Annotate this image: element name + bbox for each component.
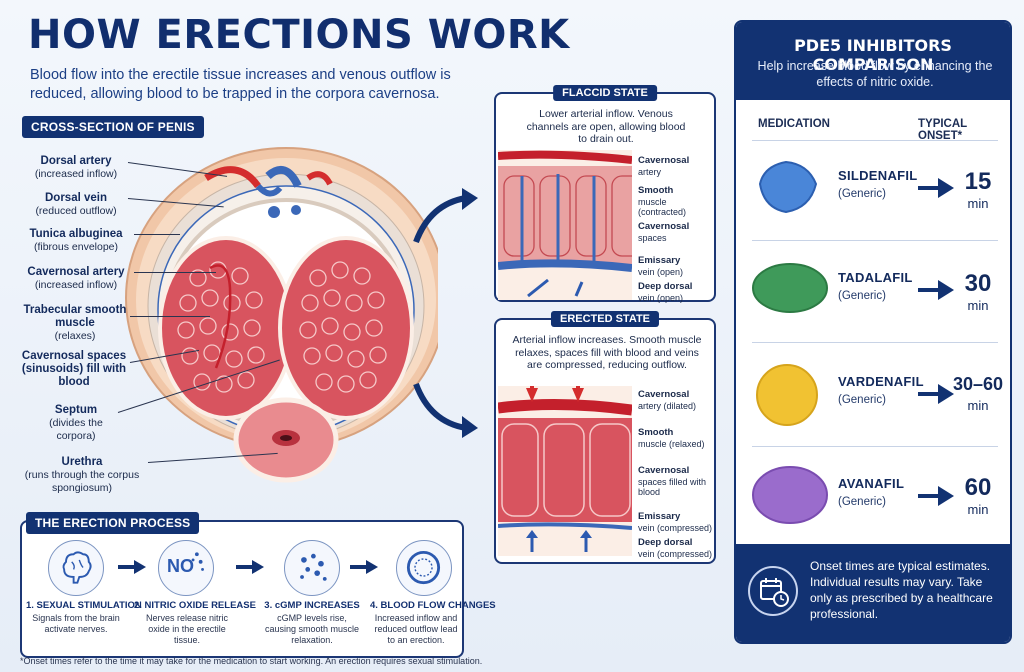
leader-line	[134, 234, 180, 235]
footnote: *Onset times refer to the time it may ta…	[20, 656, 483, 666]
label-tunica-albuginea: Tunica albuginea(fibrous envelope)	[29, 228, 123, 253]
pde5-comparison-panel: PDE5 INHIBITORS COMPARISON Help increase…	[734, 20, 1012, 644]
label-cavernosal-spaces: Cavernosal spaces (sinusoids) fill with …	[21, 350, 127, 388]
label-dorsal-artery: Dorsal artery(increased inflow)	[34, 155, 118, 180]
step-3-description: cGMP levels rise, causing smooth muscle …	[264, 613, 360, 645]
page-subtitle: Blood flow into the erectile tissue incr…	[30, 67, 451, 102]
column-header-medication: MEDICATION	[758, 118, 830, 130]
pde5-footer-note: Onset times are typical estimates. Indiv…	[810, 559, 993, 621]
step-3-title: 3. cGMP INCREASES	[264, 600, 360, 611]
cross-section-tag: CROSS-SECTION OF PENIS	[22, 116, 204, 138]
erected-state-description: Arterial inflow increases. Smooth muscle…	[512, 334, 702, 371]
avanafil-pill-icon	[752, 466, 828, 524]
pde5-header	[736, 22, 1010, 100]
onset-unit-sildenafil: min	[967, 196, 989, 211]
drug-name-tadalafil: TADALAFIL	[838, 270, 913, 285]
label-urethra: Urethra(runs through the corpus spongios…	[24, 456, 140, 494]
penis-cross-section-illustration	[125, 147, 438, 483]
divider	[752, 342, 998, 343]
pde5-subtitle: Help increase blood flow by enhancing th…	[757, 59, 993, 89]
brain-icon	[48, 540, 104, 596]
flaccid-state-title: FLACCID STATE	[553, 85, 657, 101]
divider	[752, 240, 998, 241]
erection-process-tag: THE ERECTION PROCESS	[26, 512, 200, 534]
drug-generic-sildenafil: (Generic)	[838, 188, 886, 200]
arrow-right-icon	[918, 486, 954, 506]
onset-unit-avanafil: min	[967, 502, 989, 517]
step-1-title: 1. SEXUAL STIMULATION	[26, 600, 142, 611]
vessel-icon	[396, 540, 452, 596]
no-molecule-icon: NO	[158, 540, 214, 596]
label-dorsal-vein: Dorsal vein(reduced outflow)	[35, 192, 117, 217]
arrow-right-icon	[118, 560, 146, 574]
drug-name-sildenafil: SILDENAFIL	[838, 168, 918, 183]
onset-value-avanafil: 60	[964, 474, 992, 501]
drug-generic-vardenafil: (Generic)	[838, 394, 886, 406]
drug-generic-avanafil: (Generic)	[838, 496, 886, 508]
sildenafil-pill-icon	[758, 160, 818, 214]
drug-name-vardenafil: VARDENAFIL	[838, 374, 924, 389]
arrow-right-icon	[918, 178, 954, 198]
pde5-footer: Onset times are typical estimates. Indiv…	[736, 544, 1010, 642]
drug-generic-tadalafil: (Generic)	[838, 290, 886, 302]
label-cavernosal-artery: Cavernosal artery(increased inflow)	[27, 266, 125, 291]
drug-name-avanafil: AVANAFIL	[838, 476, 905, 491]
tadalafil-pill-icon	[752, 263, 828, 313]
leader-line	[130, 316, 210, 317]
calendar-clock-icon	[748, 566, 798, 616]
step-1-description: Signals from the brain activate nerves.	[32, 613, 120, 634]
step-4-title: 4. BLOOD FLOW CHANGES	[370, 600, 496, 611]
vardenafil-pill-icon	[756, 364, 818, 426]
flaccid-state-description: Lower arterial inflow. Venous channels a…	[526, 108, 686, 145]
onset-value-sildenafil: 15	[964, 168, 992, 195]
arrow-right-icon	[918, 384, 954, 404]
onset-value-tadalafil: 30	[964, 270, 992, 297]
erected-tissue-illustration	[498, 386, 632, 556]
erected-state-panel: ERECTED STATE Arterial inflow increases.…	[494, 311, 716, 564]
pde5-title: PDE5 INHIBITORS COMPARISON	[794, 36, 952, 74]
step-4-description: Increased inflow and reduced outflow lea…	[374, 613, 458, 645]
curved-arrow-icon	[413, 188, 478, 244]
onset-unit-vardenafil: min	[967, 398, 989, 413]
column-header-onset: TYPICAL ONSET*	[918, 118, 967, 142]
onset-value-vardenafil: 30–60	[952, 374, 1004, 394]
arrow-right-icon	[350, 560, 378, 574]
divider	[752, 446, 998, 447]
page-title: HOW ERECTIONS WORK	[28, 12, 570, 58]
leader-line	[134, 272, 216, 273]
onset-unit-tadalafil: min	[967, 298, 989, 313]
curved-arrow-icon	[413, 382, 478, 438]
label-trabecular-muscle: Trabecular smooth muscle(relaxes)	[23, 304, 127, 342]
step-2-description: Nerves release nitric oxide in the erect…	[145, 613, 229, 645]
label-septum: Septum(divides the corpora)	[49, 404, 103, 442]
flaccid-state-panel: FLACCID STATE Lower arterial inflow. Ven…	[494, 85, 716, 303]
flaccid-tissue-illustration	[498, 150, 632, 300]
divider	[752, 140, 998, 141]
molecules-icon	[284, 540, 340, 596]
arrow-right-icon	[918, 280, 954, 300]
erected-state-title: ERECTED STATE	[550, 311, 660, 327]
arrow-right-icon	[236, 560, 264, 574]
step-2-title: 2. NITRIC OXIDE RELEASE	[134, 600, 256, 611]
